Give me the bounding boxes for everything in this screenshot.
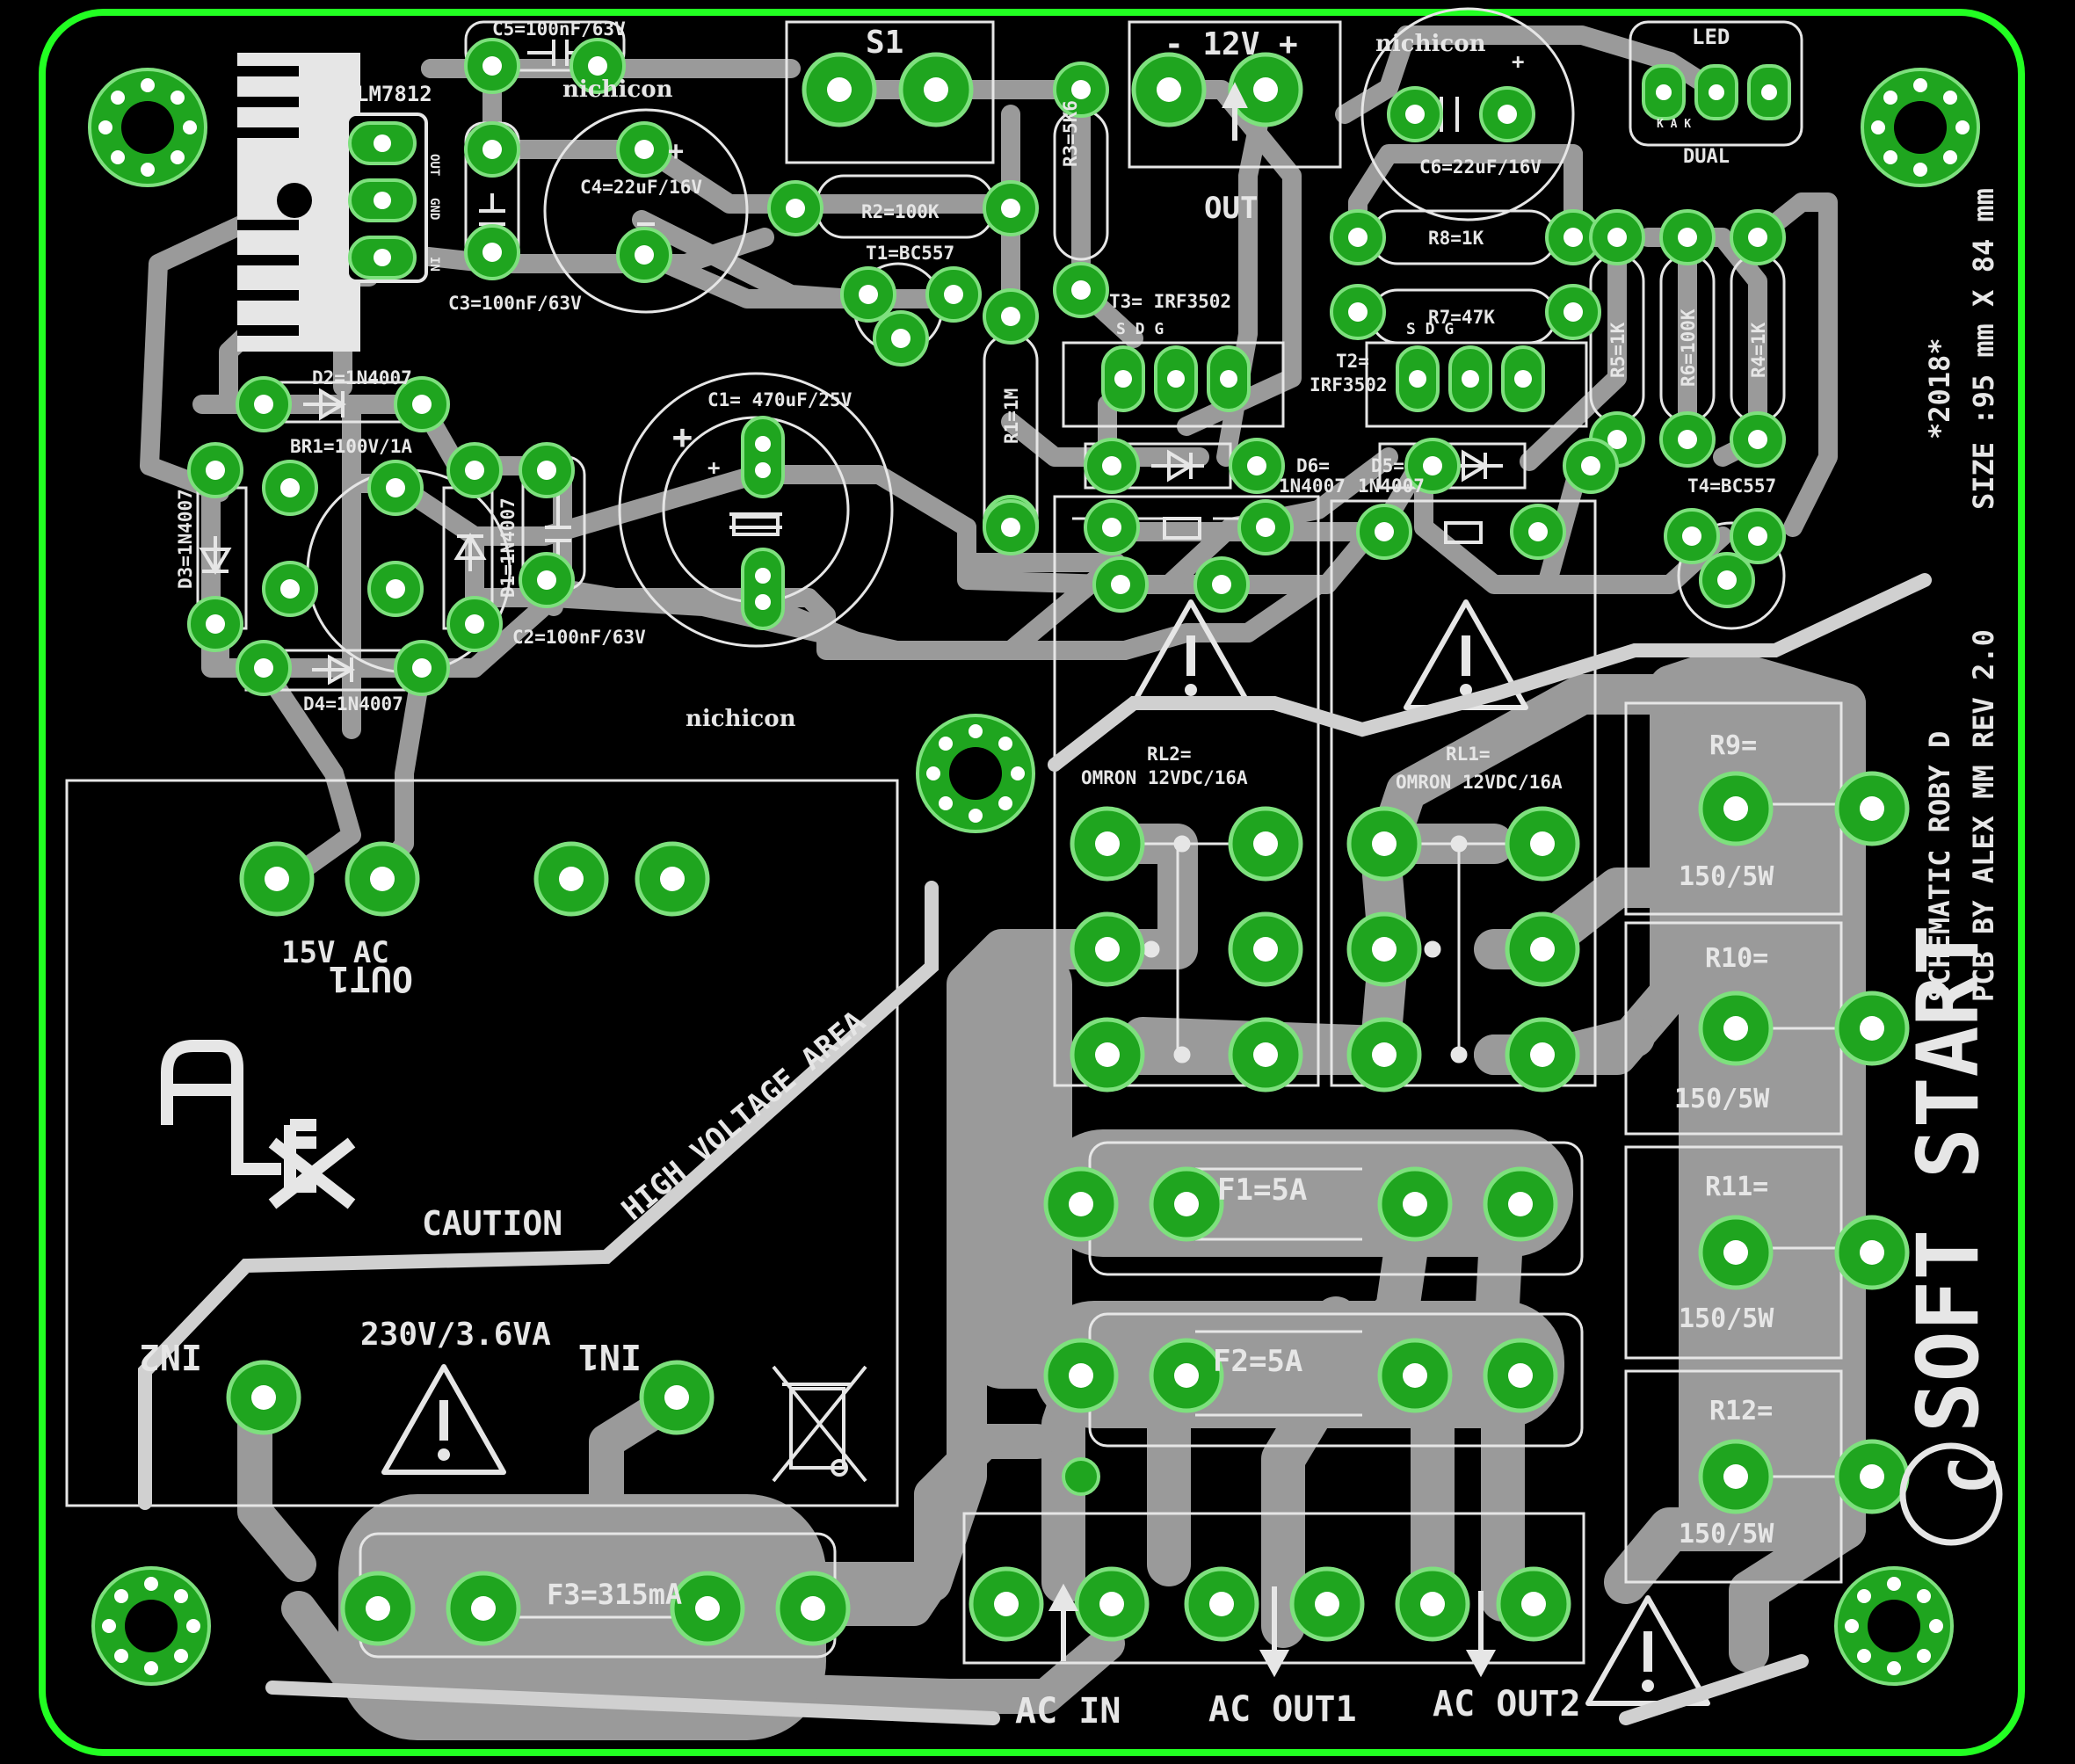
- label-copyright: C: [1936, 1456, 2010, 1494]
- label-c5: C5=100nF/63V: [492, 18, 626, 40]
- weee-bin-icon: [772, 1365, 867, 1483]
- label-f2: F2=5A: [1213, 1344, 1302, 1379]
- silk-symbols: [199, 40, 1503, 686]
- label-ac-in: AC IN: [1015, 1691, 1121, 1731]
- label-schematic: SCHEMATIC ROBY D: [1923, 731, 1956, 1002]
- ac-arrows: [1048, 82, 1497, 1678]
- label-voltage: 230V/3.6VA: [360, 1317, 551, 1353]
- oval-holes: [374, 84, 1777, 610]
- label-title: SOFT START: [1899, 925, 1998, 1433]
- svg-text:+: +: [707, 455, 720, 480]
- label-d5-type: 1N4007: [1358, 475, 1425, 497]
- label-15vac: 15V AC: [281, 935, 389, 970]
- label-caution: CAUTION: [422, 1204, 562, 1243]
- label-lm7812: LM7812: [356, 82, 432, 106]
- label-t2-type: IRF3502: [1310, 374, 1388, 396]
- label-d3: D3=1N4007: [175, 489, 196, 589]
- label-pcb-by: PCB BY ALEX MM REV 2.0: [1967, 629, 2000, 1002]
- label-12v: - 12V +: [1164, 26, 1298, 62]
- label-led-pins: K A K: [1657, 118, 1691, 131]
- label-r3: R3=5K6: [1060, 100, 1081, 167]
- label-d2: D2=1N4007: [312, 367, 412, 388]
- label-dual: DUAL: [1683, 146, 1730, 168]
- label-r11-value: 150/5W: [1679, 1303, 1774, 1334]
- label-nichicon-1: nichicon: [562, 76, 673, 103]
- label-d6: D6=: [1296, 455, 1330, 476]
- label-br1: BR1=100V/1A: [290, 436, 412, 457]
- label-r9-value: 150/5W: [1679, 861, 1774, 892]
- svg-text:+: +: [1512, 49, 1524, 74]
- svg-text:+: +: [668, 136, 684, 167]
- label-d1: D1=1N4007: [497, 497, 519, 598]
- svg-text:+: +: [672, 417, 693, 456]
- label-reg-out: OUT: [427, 154, 441, 176]
- label-r4: R4=1K: [1748, 322, 1769, 378]
- bottom-bar-right: [1619, 1654, 1809, 1725]
- label-in1: IN1: [578, 1336, 642, 1376]
- label-ac-out2: AC OUT2: [1433, 1684, 1581, 1724]
- copyright-icon: [1899, 1442, 2003, 1546]
- label-t2: T2=: [1336, 351, 1369, 372]
- label-nichicon-2: nichicon: [1375, 31, 1486, 57]
- label-d5: D5=: [1371, 455, 1404, 476]
- polarity-marks: + + + +: [668, 49, 1524, 480]
- label-out1: OUT1: [329, 958, 413, 998]
- label-t1: T1=BC557: [866, 243, 954, 264]
- label-f3: F3=315mA: [547, 1578, 682, 1611]
- label-r7: R7=47K: [1428, 307, 1495, 328]
- label-r2: R2=100K: [861, 201, 940, 222]
- label-r1: R1=1M: [1001, 388, 1022, 444]
- label-c4: C4=22uF/16V: [580, 177, 702, 198]
- oval-pads: [348, 64, 1791, 1496]
- label-rl1-type: OMRON 12VDC/16A: [1396, 772, 1563, 793]
- alex-logo: [161, 1040, 356, 1209]
- label-rl1: RL1=: [1446, 744, 1491, 765]
- label-r6: R6=100K: [1678, 309, 1699, 387]
- label-d6-type: 1N4007: [1279, 475, 1346, 497]
- label-t4: T4=BC557: [1687, 475, 1776, 497]
- bottom-bar: [265, 1681, 1000, 1725]
- label-t3: T3= IRF3502: [1109, 291, 1231, 312]
- label-reg-in: IN: [427, 257, 441, 272]
- label-c6: C6=22uF/16V: [1419, 156, 1542, 178]
- hv-boundary-2: [1048, 573, 1932, 772]
- label-size: SIZE :95 mm X 84 mm: [1967, 188, 2000, 510]
- label-r12-value: 150/5W: [1679, 1519, 1774, 1550]
- label-d4: D4=1N4007: [303, 693, 403, 715]
- label-r10-value: 150/5W: [1674, 1084, 1770, 1114]
- label-rl2: RL2=: [1147, 744, 1192, 765]
- label-s1: S1: [866, 25, 903, 61]
- label-r10: R10=: [1705, 943, 1768, 974]
- label-ac-out1: AC OUT1: [1208, 1689, 1357, 1730]
- label-led: LED: [1692, 25, 1730, 49]
- label-rl2-type: OMRON 12VDC/16A: [1081, 767, 1248, 788]
- label-f1: F1=5A: [1217, 1172, 1307, 1208]
- label-r11: R11=: [1705, 1172, 1768, 1202]
- label-c2: C2=100nF/63V: [512, 627, 646, 648]
- label-year: *2018*: [1923, 338, 1956, 439]
- label-r5: R5=1K: [1607, 322, 1629, 378]
- label-c3: C3=100nF/63V: [448, 293, 582, 314]
- label-r8: R8=1K: [1428, 228, 1484, 249]
- label-t2-pins: S D G: [1406, 320, 1454, 338]
- label-c1: C1= 470uF/25V: [707, 389, 852, 410]
- label-reg-gnd: GND: [427, 198, 441, 220]
- label-r9: R9=: [1709, 730, 1757, 761]
- label-out-12v: OUT: [1204, 191, 1258, 226]
- label-in2: IN2: [139, 1336, 202, 1376]
- hv-boundary: [138, 881, 939, 1510]
- label-nichicon-3: nichicon: [686, 706, 796, 732]
- label-t3-pins: S D G: [1116, 320, 1164, 338]
- label-r12: R12=: [1709, 1396, 1773, 1426]
